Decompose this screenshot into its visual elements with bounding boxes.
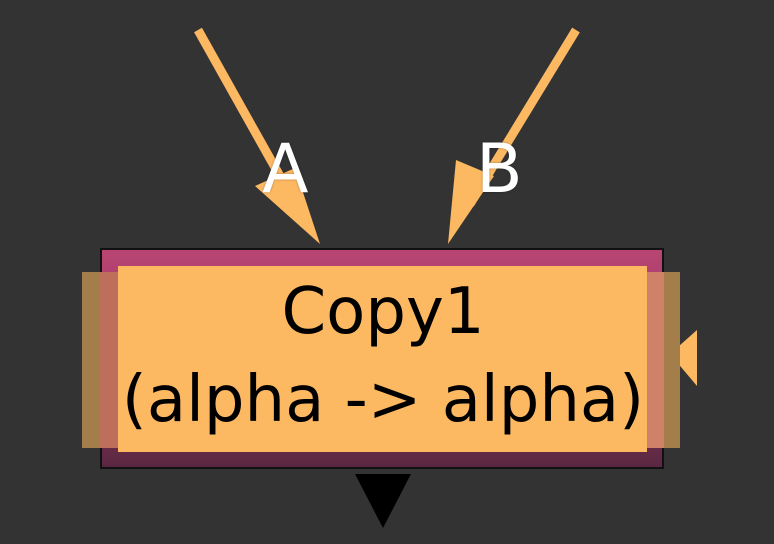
input-a-arrowhead-icon (255, 168, 320, 244)
input-a-label: A (262, 130, 309, 209)
node-right-handle[interactable] (664, 272, 680, 448)
triangle-left-icon[interactable] (670, 330, 697, 386)
input-b-arrowhead-icon (448, 160, 494, 244)
input-b-edge[interactable] (448, 27, 580, 244)
copy-node-body[interactable] (118, 266, 647, 452)
triangle-down-icon[interactable] (355, 474, 411, 528)
node-label: Copy1 (alpha -> alpha) (60, 268, 706, 444)
node-subtitle: (alpha -> alpha) (121, 363, 645, 437)
node-name: Copy1 (281, 275, 485, 349)
input-a-edge[interactable] (194, 27, 320, 244)
node-left-overlay (100, 272, 118, 448)
node-right-overlay (647, 272, 664, 448)
node-left-handle[interactable] (82, 272, 100, 448)
input-b-label: B (476, 130, 523, 209)
